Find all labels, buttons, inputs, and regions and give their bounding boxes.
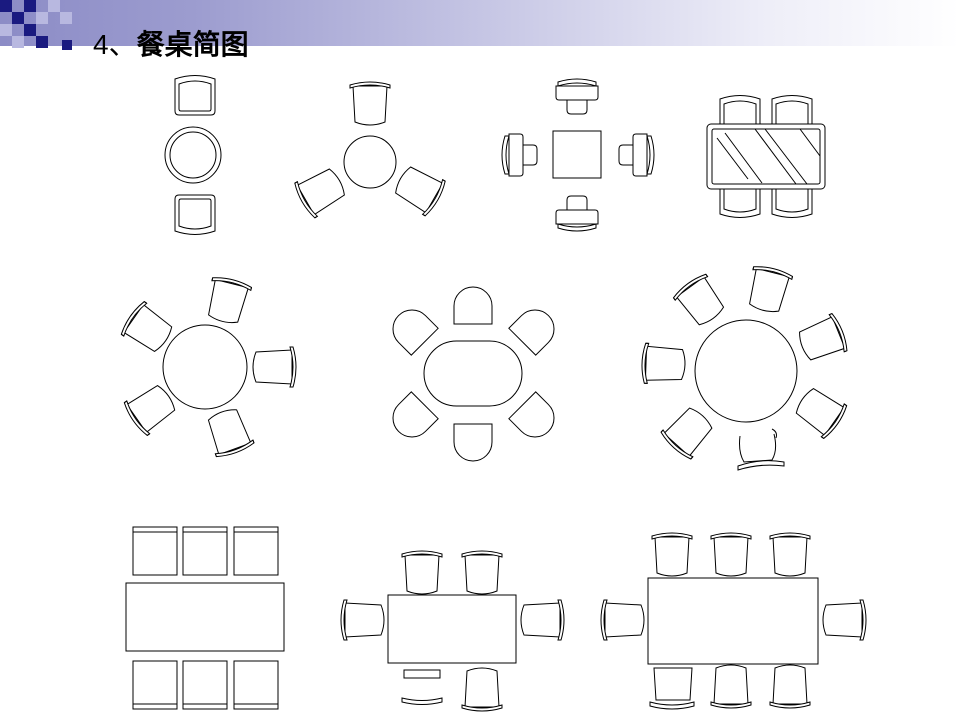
round-table-2-seats — [164, 75, 222, 235]
header-bar — [0, 0, 960, 46]
page-title: 4、餐桌简图 — [93, 28, 249, 62]
rect-table-6-seats — [340, 550, 565, 712]
square-table-4-seats — [501, 78, 655, 232]
round-table-3-seats — [291, 81, 449, 220]
round-table-8-seats — [640, 263, 851, 471]
rect-table-8-seats — [600, 532, 867, 710]
oval-table-6-seats — [384, 286, 563, 462]
title-text: 餐桌简图 — [136, 29, 249, 60]
header-decoration — [0, 0, 80, 60]
round-table-5-seats — [118, 274, 297, 460]
glass-table-4-seats — [706, 95, 826, 218]
title-bullet — [62, 40, 72, 50]
rect-table-6-square-seats — [125, 526, 285, 710]
title-number: 4、 — [93, 29, 137, 60]
